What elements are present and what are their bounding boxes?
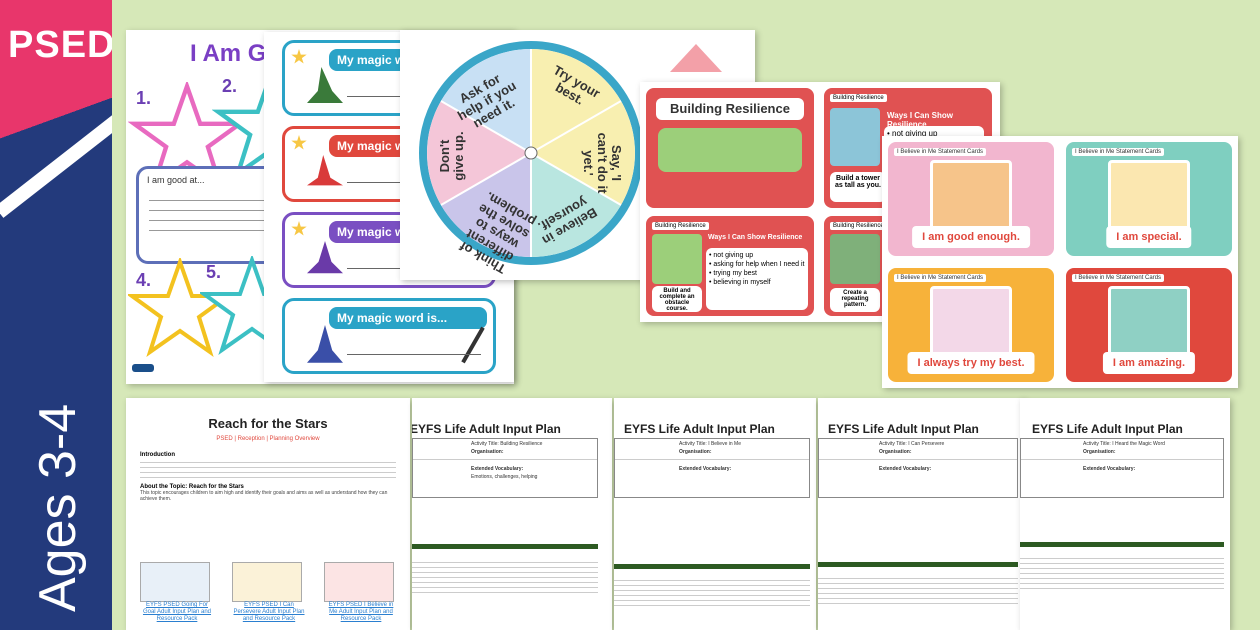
belief-tag: I Believe in Me Statement Cards	[1072, 148, 1165, 156]
spinner-segment-5: Don't give up.	[437, 131, 466, 181]
obstacle-photo	[652, 234, 702, 284]
side-banner: PSED Ages 3-4	[0, 0, 112, 630]
resilience-title: Building Resilience	[656, 98, 804, 120]
planning-subtitle: PSED | Reception | Planning Overview	[216, 436, 320, 442]
child-illustration	[1108, 160, 1190, 234]
pattern-photo	[830, 234, 880, 284]
ways-title: Ways I Can Show Resilience	[706, 232, 808, 246]
magic-word-card-4: My magic word is...	[282, 298, 496, 374]
good-at-box: I am good at...	[136, 166, 286, 264]
resource-link-3[interactable]: EYFS PSED I Believe in Me Adult Input Pl…	[324, 562, 398, 623]
input-plan-doc-2: EYFS Life Adult Input Plan Activity Titl…	[614, 398, 816, 630]
ages-label: Ages 3-4	[29, 403, 87, 612]
planning-title: Reach for the Stars	[208, 416, 328, 431]
resilience-tag: Building Resilience	[652, 222, 709, 230]
wizard-hat-icon	[307, 67, 343, 103]
arrow-up-icon	[670, 44, 722, 72]
ways-list-item: • trying my best	[709, 270, 757, 277]
ways-list: • not giving up • asking for help when I…	[706, 248, 808, 310]
obstacle-caption: Build and complete an obstacle course.	[652, 286, 702, 312]
belief-tag: I Believe in Me Statement Cards	[1072, 274, 1165, 282]
child-illustration	[1108, 286, 1190, 360]
about-heading: About the Topic: Reach for the Stars	[140, 484, 244, 490]
section-bar	[614, 564, 810, 569]
belief-caption-2: I am special.	[1106, 226, 1192, 248]
spinner-segment-2: Say, 'I can't do it yet.'	[581, 132, 624, 194]
resilience-ways-card: Building Resilience Ways I Can Show Resi…	[646, 216, 814, 316]
plan-title: EYFS Life Adult Input Plan	[412, 422, 561, 436]
plan-title: EYFS Life Adult Input Plan	[828, 422, 979, 436]
goal-number-5: 5.	[206, 262, 222, 282]
belief-card-1: I Believe in Me Statement Cards I am goo…	[888, 142, 1054, 256]
input-plan-doc-3: EYFS Life Adult Input Plan Activity Titl…	[818, 398, 1024, 630]
plan-vocab: Emotions, challenges, helping	[471, 474, 538, 480]
subject-label: PSED	[8, 24, 112, 66]
spinner-wheel	[419, 41, 643, 265]
plan-title: EYFS Life Adult Input Plan	[1032, 422, 1183, 436]
intro-heading: Introduction	[140, 452, 175, 458]
resilience-tag: Building Resilience	[830, 94, 887, 102]
planning-overview-doc: Reach for the Stars PSED | Reception | P…	[126, 398, 410, 630]
resource-thumbnail	[232, 562, 302, 602]
goal-number-1: 1.	[136, 88, 152, 108]
ways-list-item: • not giving up	[709, 252, 754, 259]
magic-word-label-4: My magic word is...	[329, 307, 487, 329]
good-at-label: I am good at...	[147, 175, 205, 185]
tower-photo	[830, 108, 880, 166]
plan-activity: I Can Persevere	[908, 441, 945, 447]
pattern-caption: Create a repeating pattern.	[830, 288, 880, 312]
belief-caption-3: I always try my best.	[907, 352, 1035, 374]
twinkl-logo	[132, 364, 154, 372]
ways-list-item: • believing in myself	[709, 279, 771, 286]
resource-thumbnail	[140, 562, 210, 602]
belief-caption-1: I am good enough.	[912, 226, 1030, 248]
plan-table: Activity Title: Building Resilience Orga…	[412, 438, 598, 498]
star-icon	[291, 49, 307, 64]
magic-wand-icon	[461, 326, 485, 364]
wizard-hat-icon	[307, 155, 343, 186]
section-bar	[412, 544, 598, 549]
resource-link-2[interactable]: EYFS PSED I Can Persevere Adult Input Pl…	[232, 562, 306, 623]
belief-card-2: I Believe in Me Statement Cards I am spe…	[1066, 142, 1232, 256]
resource-thumbnail	[324, 562, 394, 602]
goal-number-4: 4.	[136, 270, 152, 290]
ways-list-item: • asking for help when I need it	[709, 261, 805, 268]
plan-activity: I Heard the Magic Word	[1112, 441, 1165, 447]
plan-activity: Building Resilience	[500, 441, 543, 447]
wizard-hat-icon	[307, 241, 343, 274]
star-icon	[291, 221, 307, 236]
wizard-hat-icon	[307, 325, 343, 363]
belief-cards-sheet: I Believe in Me Statement Cards I am goo…	[882, 136, 1238, 388]
resilience-tag: Building Resilience	[830, 222, 887, 230]
tower-caption: Build a tower as tall as you.	[830, 172, 886, 202]
section-bar	[818, 562, 1018, 567]
belief-card-3: I Believe in Me Statement Cards I always…	[888, 268, 1054, 382]
child-illustration	[930, 286, 1012, 360]
goal-number-2: 2.	[222, 76, 238, 96]
plan-table: Activity Title: I Heard the Magic Word O…	[1020, 438, 1224, 498]
child-illustration	[930, 160, 1012, 234]
belief-caption-4: I am amazing.	[1102, 352, 1196, 374]
belief-tag: I Believe in Me Statement Cards	[894, 148, 987, 156]
resource-link-1[interactable]: EYFS PSED Going For Goal Adult Input Pla…	[140, 562, 214, 623]
resilience-title-card: Building Resilience	[646, 88, 814, 208]
about-text: This topic encourages children to aim hi…	[140, 490, 388, 502]
resource-links: EYFS PSED Going For Goal Adult Input Pla…	[140, 562, 398, 623]
children-photos	[658, 128, 802, 172]
plan-activity: I Believe in Me	[708, 441, 741, 447]
input-plan-doc-4: EYFS Life Adult Input Plan Activity Titl…	[1020, 398, 1230, 630]
star-icon	[291, 135, 307, 150]
plan-table: Activity Title: I Believe in Me Organisa…	[614, 438, 810, 498]
section-bar	[1020, 542, 1224, 547]
not-giving-up: not giving up	[892, 129, 938, 138]
belief-card-4: I Believe in Me Statement Cards I am ama…	[1066, 268, 1232, 382]
belief-tag: I Believe in Me Statement Cards	[894, 274, 987, 282]
plan-table: Activity Title: I Can Persevere Organisa…	[818, 438, 1018, 498]
star-outline-1	[128, 82, 246, 191]
ways-title: Ways I Can Show Resilience	[884, 108, 984, 129]
plan-title: EYFS Life Adult Input Plan	[624, 422, 775, 436]
input-plan-doc-1: EYFS Life Adult Input Plan Activity Titl…	[412, 398, 612, 630]
